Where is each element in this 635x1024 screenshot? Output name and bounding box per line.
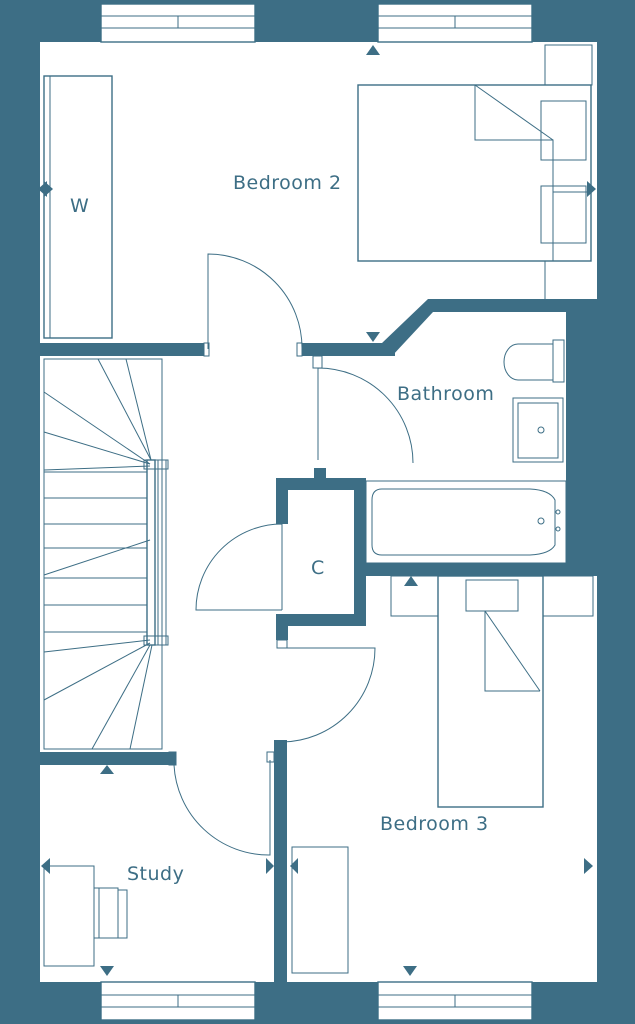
windows xyxy=(100,3,533,1021)
sink xyxy=(512,397,564,463)
window-bottom-left xyxy=(100,981,256,1021)
window-bottom-right xyxy=(377,981,533,1021)
arrow-markers xyxy=(38,45,596,976)
wardrobe xyxy=(43,75,113,339)
bed-bedroom2 xyxy=(357,44,593,299)
window-top-right xyxy=(377,3,533,43)
room-labels: Bedroom 2 W Bathroom C Bedroom 3 Study xyxy=(70,172,494,885)
label-bathroom: Bathroom xyxy=(397,383,494,405)
door-bedroom2 xyxy=(203,253,303,357)
bath xyxy=(365,480,567,564)
toilet xyxy=(503,339,565,383)
door-bathroom xyxy=(312,355,414,464)
doors xyxy=(168,253,414,856)
bathroom-fixtures xyxy=(365,339,567,564)
staircase xyxy=(43,358,169,750)
label-study: Study xyxy=(127,863,184,885)
bed-bedroom3 xyxy=(390,575,594,808)
door-bedroom3 xyxy=(276,639,376,743)
label-bedroom2: Bedroom 2 xyxy=(233,172,342,194)
door-cupboard xyxy=(195,523,283,611)
window-top-left xyxy=(100,3,256,43)
label-cupboard: C xyxy=(311,557,325,579)
wardrobe-bedroom3 xyxy=(291,846,349,974)
door-study xyxy=(168,751,275,856)
label-wardrobe: W xyxy=(70,195,89,217)
label-bedroom3: Bedroom 3 xyxy=(380,813,489,835)
study-desk xyxy=(43,865,128,967)
